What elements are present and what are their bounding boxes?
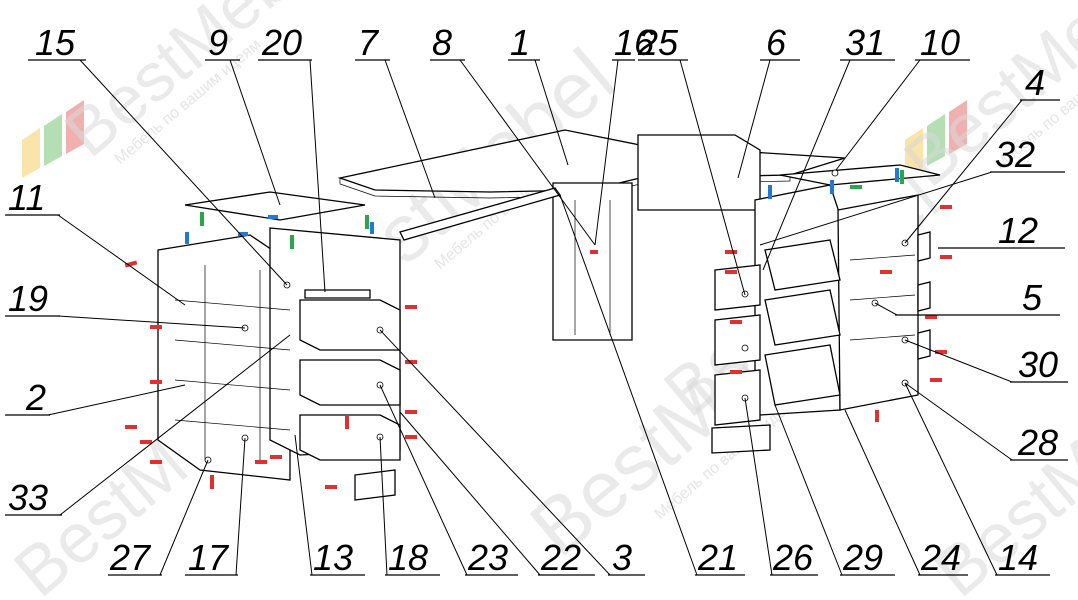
callout-24: 24 [920, 537, 961, 578]
callout-15: 15 [35, 22, 76, 63]
right-pedestal [711, 164, 941, 454]
callout-18: 18 [388, 537, 428, 578]
callout-6: 6 [766, 22, 787, 63]
watermark-logo-left [22, 100, 84, 178]
callout-19: 19 [8, 278, 48, 319]
callout-10: 10 [920, 22, 960, 63]
callout-26: 26 [772, 537, 814, 578]
right-drawer-box-3 [764, 344, 841, 406]
callout-1: 1 [510, 22, 530, 63]
callout-8: 8 [432, 22, 452, 63]
callout-23: 23 [467, 537, 508, 578]
callout-31: 31 [845, 22, 885, 63]
left-drawer-3 [299, 414, 401, 461]
leader-lines [5, 59, 1068, 576]
right-drawer-front-3 [714, 369, 761, 426]
left-drawer-front [354, 469, 396, 501]
callout-13: 13 [313, 537, 353, 578]
right-side-bracket-3 [917, 329, 931, 360]
callout-20: 20 [261, 22, 302, 63]
callout-21: 21 [697, 537, 738, 578]
callout-33: 33 [8, 477, 48, 518]
fasteners [124, 168, 952, 489]
callout-29: 29 [842, 537, 883, 578]
callout-9: 9 [208, 22, 228, 63]
right-drawer-box-1 [764, 239, 841, 291]
callout-27: 27 [109, 537, 152, 578]
left-top-panel [184, 191, 366, 221]
callout-16: 16 [614, 22, 655, 63]
callout-12: 12 [998, 210, 1038, 251]
callout-2: 2 [25, 377, 46, 418]
desk-top-assembly [337, 129, 846, 341]
callout-14: 14 [998, 537, 1038, 578]
right-drawer-front-1 [714, 264, 761, 311]
callout-30: 30 [1018, 344, 1058, 385]
callout-22: 22 [540, 537, 581, 578]
right-drawer-front-2 [714, 314, 761, 366]
callout-labels: 15 9 20 7 8 1 16 25 6 31 10 4 32 12 5 30… [8, 22, 1058, 578]
callout-25: 25 [637, 22, 679, 63]
left-drawer-1 [299, 299, 401, 351]
callout-7: 7 [358, 22, 380, 63]
center-leg-panel [552, 182, 633, 341]
left-side-panel [157, 234, 291, 481]
callout-3: 3 [612, 537, 632, 578]
back-panel [637, 134, 761, 211]
left-small-plate [304, 289, 371, 299]
left-drawer-2 [299, 359, 401, 406]
callout-11: 11 [8, 177, 45, 218]
watermark-logo-right [905, 100, 967, 178]
callout-17: 17 [188, 537, 230, 578]
callout-32: 32 [995, 134, 1035, 175]
callout-5: 5 [1022, 277, 1043, 318]
callout-28: 28 [1017, 422, 1058, 463]
right-side-bracket-1 [917, 231, 931, 262]
callout-4: 4 [1025, 62, 1045, 103]
right-side-bracket-2 [917, 281, 931, 312]
left-pedestal [157, 191, 401, 501]
right-drawer-box-2 [764, 289, 841, 346]
right-loose-front [711, 424, 771, 454]
